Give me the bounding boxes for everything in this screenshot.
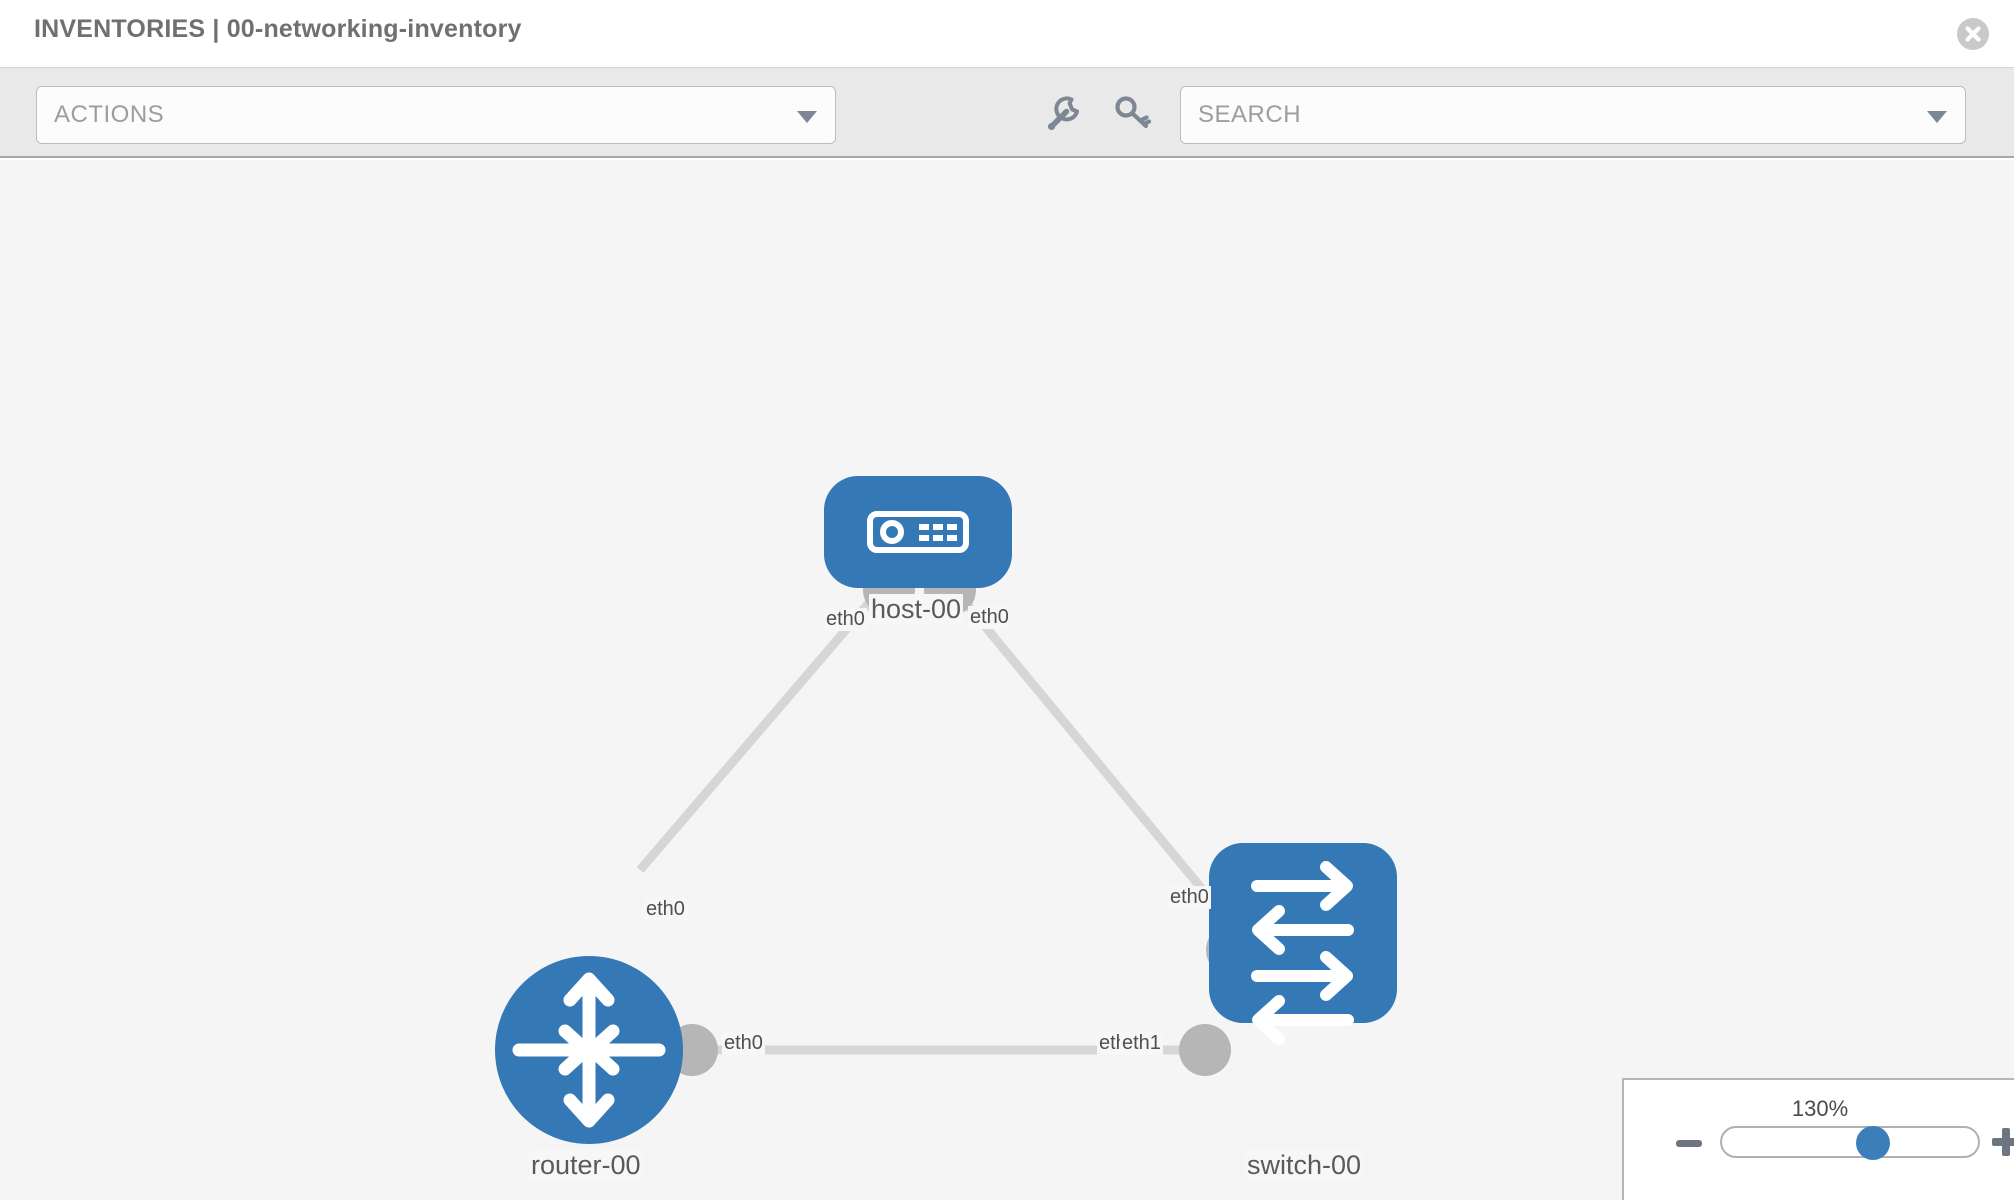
zoom-slider-track[interactable]: [1720, 1126, 1980, 1158]
node-label-switch-00: switch-00: [1245, 1150, 1364, 1181]
chevron-down-icon[interactable]: [1927, 111, 1947, 123]
iface-label-switch00-uplink: eth0: [1168, 886, 1211, 909]
server-icon: [867, 511, 969, 553]
actions-dropdown[interactable]: ACTIONS: [36, 86, 836, 144]
search-placeholder-label: SEARCH: [1198, 101, 1302, 128]
topology-edges: [636, 587, 1244, 1055]
node-switch-00: [1209, 843, 1397, 1045]
close-icon[interactable]: [1957, 18, 1989, 50]
switch-arrows-icon: [1251, 861, 1354, 1045]
key-icon[interactable]: [1110, 92, 1154, 136]
wrench-icon[interactable]: [1040, 92, 1084, 136]
actions-dropdown-label: ACTIONS: [54, 101, 165, 128]
edge-host00-router00: [636, 587, 884, 873]
iface-label-host00-right: eth0: [968, 606, 1011, 629]
search-input[interactable]: SEARCH: [1180, 86, 1966, 144]
node-router-00: [495, 956, 683, 1144]
minus-icon[interactable]: [1676, 1140, 1702, 1147]
node-label-host-00: host-00: [869, 594, 964, 625]
chevron-down-icon: [797, 111, 817, 123]
iface-label-switch00-eth1: eth1: [1120, 1032, 1163, 1055]
plus-icon[interactable]: [1992, 1128, 2014, 1156]
topology-canvas[interactable]: host-00 router-00 switch-00 eth0 eth0 et…: [0, 160, 2014, 1200]
page-title: INVENTORIES | 00-networking-inventory: [34, 15, 522, 43]
iface-label-router00-eth0: eth0: [722, 1032, 765, 1055]
edge-host00-switch00: [951, 587, 1244, 938]
page-header: INVENTORIES | 00-networking-inventory: [0, 0, 2014, 68]
topology-graph: [495, 476, 1397, 1144]
connector-nub: [1179, 1024, 1231, 1076]
zoom-percent-label: 130%: [1791, 1096, 1849, 1121]
node-label-router-00: router-00: [529, 1150, 643, 1181]
host-node-shape: [824, 476, 1012, 588]
router-arrows-icon: [512, 972, 666, 1128]
iface-label-host00-left: eth0: [824, 608, 867, 631]
node-host-00: [824, 476, 1012, 588]
topology-connectors: [666, 564, 1258, 1076]
zoom-control-panel: 130%: [1622, 1078, 2014, 1200]
iface-label-router00-uplink: eth0: [644, 898, 687, 921]
zoom-slider-thumb[interactable]: [1856, 1126, 1890, 1160]
